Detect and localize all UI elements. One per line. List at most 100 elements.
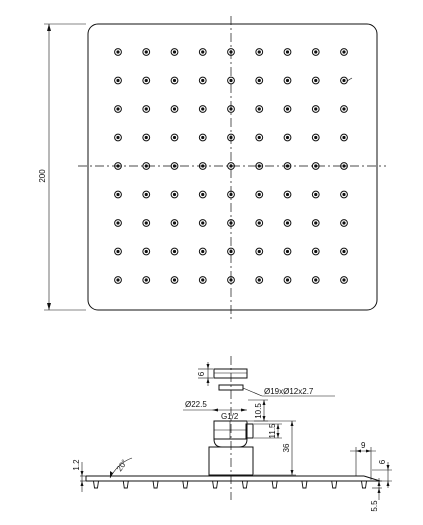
nozzle-inner bbox=[116, 221, 120, 225]
nozzle-inner bbox=[342, 135, 346, 140]
nozzle-inner bbox=[342, 192, 346, 197]
nozzle-outer bbox=[283, 276, 292, 284]
nozzle-outer bbox=[142, 48, 151, 56]
nozzle-outer bbox=[283, 247, 292, 256]
nozzle-outer bbox=[114, 76, 122, 85]
side-nozzle bbox=[182, 480, 189, 489]
side-view: 6 Ø19xØ12x2.7 Ø22.5 G1/2 bbox=[72, 356, 392, 512]
nozzle-outer bbox=[340, 105, 348, 113]
nozzle-inner bbox=[201, 135, 205, 140]
nozzle-inner bbox=[201, 50, 205, 54]
plate-thickness-label: 1.2 bbox=[72, 459, 81, 471]
thread-label: G1/2 bbox=[221, 412, 239, 421]
nozzle-outer bbox=[311, 105, 320, 113]
nozzle-inner bbox=[314, 135, 318, 140]
nozzle-inner bbox=[172, 50, 177, 54]
thread-length-dimension: 10.5 bbox=[248, 399, 268, 422]
nut-height-label: 6 bbox=[197, 371, 206, 376]
nozzle-outer bbox=[340, 190, 348, 199]
nozzle-outer bbox=[227, 247, 235, 256]
nozzle-outer bbox=[227, 219, 235, 227]
nozzle-outer bbox=[311, 190, 320, 199]
nozzle-outer bbox=[170, 48, 179, 56]
nozzle-outer bbox=[340, 133, 348, 142]
nozzle-outer bbox=[114, 276, 122, 284]
nozzle-outer bbox=[311, 276, 320, 284]
nozzle-outer bbox=[340, 162, 348, 170]
nozzle-inner bbox=[144, 78, 148, 83]
edge-offset-dimension: 9 bbox=[350, 441, 376, 480]
shower-head-outline bbox=[87, 23, 378, 311]
nozzle-outer bbox=[142, 105, 151, 113]
nozzle-outer bbox=[170, 76, 179, 85]
nozzle-outer bbox=[142, 133, 151, 142]
nozzle-inner bbox=[201, 249, 205, 254]
nozzle-outer bbox=[340, 219, 348, 227]
nozzle-outer bbox=[142, 162, 151, 170]
nozzle-outer bbox=[311, 48, 320, 56]
thread-length-label: 10.5 bbox=[254, 403, 263, 419]
nozzle-inner bbox=[342, 164, 346, 168]
nozzle-outer bbox=[255, 247, 264, 256]
nozzle-inner bbox=[172, 78, 177, 83]
nozzle-outer bbox=[170, 276, 179, 284]
shower-plate bbox=[85, 475, 381, 482]
nozzle-outer bbox=[114, 133, 122, 142]
nozzle-inner bbox=[144, 50, 148, 54]
nozzle-inner bbox=[257, 135, 261, 140]
nozzle-height-dimension: 5.5 bbox=[370, 478, 382, 512]
nozzle-outer bbox=[255, 105, 264, 113]
nozzle-inner bbox=[172, 135, 177, 140]
nozzle-inner bbox=[229, 78, 233, 83]
nozzle-outer bbox=[255, 162, 264, 170]
nozzle-outer bbox=[198, 48, 207, 56]
nozzle-outer bbox=[142, 247, 151, 256]
nozzle-inner bbox=[285, 107, 290, 111]
nozzle-inner bbox=[285, 78, 290, 83]
nozzle-outer bbox=[227, 133, 235, 142]
side-nozzle bbox=[361, 480, 367, 489]
nozzle-inner bbox=[314, 50, 318, 54]
nozzle-outer bbox=[311, 76, 320, 85]
nozzle-outer bbox=[227, 190, 235, 199]
nozzle-inner bbox=[229, 107, 233, 111]
nozzle-inner bbox=[314, 107, 318, 111]
nozzle-outer bbox=[198, 247, 207, 256]
ball-height-dimension: 11.5 bbox=[254, 423, 282, 438]
nozzle-inner bbox=[314, 164, 318, 168]
connector-height-label: 36 bbox=[282, 443, 291, 452]
nozzle-inner bbox=[144, 192, 148, 197]
nozzle-outer bbox=[142, 219, 151, 227]
connector-body bbox=[208, 420, 254, 476]
nozzle-inner bbox=[116, 50, 120, 54]
nozzle-inner bbox=[285, 278, 290, 282]
nozzle-inner bbox=[144, 278, 148, 282]
nozzle-outer bbox=[311, 133, 320, 142]
nozzle-inner bbox=[229, 50, 233, 54]
nozzle-inner bbox=[342, 50, 346, 54]
nozzle-outer bbox=[142, 76, 151, 85]
nozzle-outer bbox=[227, 276, 235, 284]
nozzle-inner bbox=[342, 78, 346, 83]
nut-diameter-label: Ø22.5 bbox=[185, 400, 207, 409]
nozzle-inner bbox=[229, 249, 233, 254]
nozzle-inner bbox=[257, 50, 261, 54]
edge-height-dimension: 6 bbox=[372, 459, 392, 488]
nozzle-inner bbox=[172, 278, 177, 282]
nozzle-inner bbox=[116, 135, 120, 140]
nozzle-outer bbox=[255, 190, 264, 199]
nozzle-outer bbox=[198, 76, 207, 85]
nozzle-outer bbox=[255, 219, 264, 227]
nozzle-inner bbox=[116, 164, 120, 168]
connector-height-dimension: 36 bbox=[254, 420, 296, 476]
nozzle-inner bbox=[201, 107, 205, 111]
nozzle-outer bbox=[311, 219, 320, 227]
height-dimension-label: 200 bbox=[38, 169, 47, 183]
nozzle-inner bbox=[257, 164, 261, 168]
nozzle-inner bbox=[342, 249, 346, 254]
top-nut bbox=[213, 368, 248, 379]
nozzle-outer bbox=[170, 162, 179, 170]
nozzle-outer bbox=[198, 162, 207, 170]
top-view: 200 bbox=[38, 16, 386, 320]
nozzle-inner bbox=[229, 278, 233, 282]
